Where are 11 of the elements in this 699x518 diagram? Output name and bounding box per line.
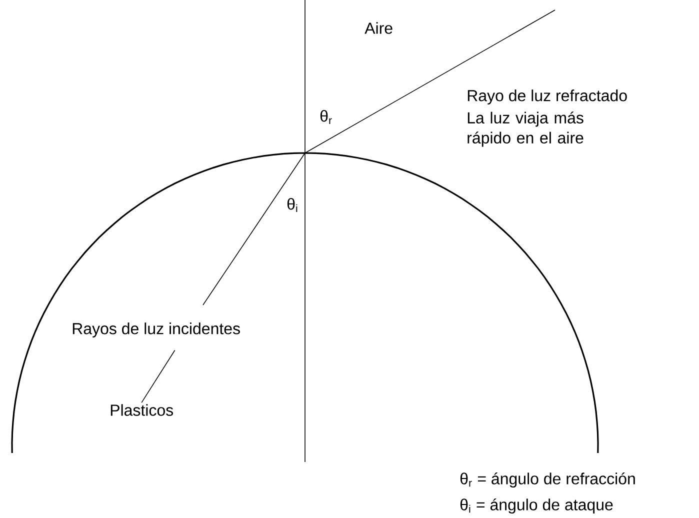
leader-line [141, 350, 176, 403]
note-text: La luz viaja más rápido en el aire [468, 112, 584, 147]
ray-label: Rayos de luz incidentes [72, 322, 240, 338]
angle-label: θ$_{i}$ [287, 198, 298, 212]
ray-label: Rayo de luz refractado [468, 90, 627, 104]
lens-outline [11, 152, 599, 454]
angle-label: θ$_{r}$ [320, 110, 332, 124]
medium-label: Aire [364, 22, 392, 34]
legend-text: θ$_{r}$ = ángulo de refracción [460, 472, 635, 488]
material-label: Plasticos [110, 404, 174, 416]
legend-text: θ$_{i}$ = ángulo de ataque [460, 498, 613, 514]
